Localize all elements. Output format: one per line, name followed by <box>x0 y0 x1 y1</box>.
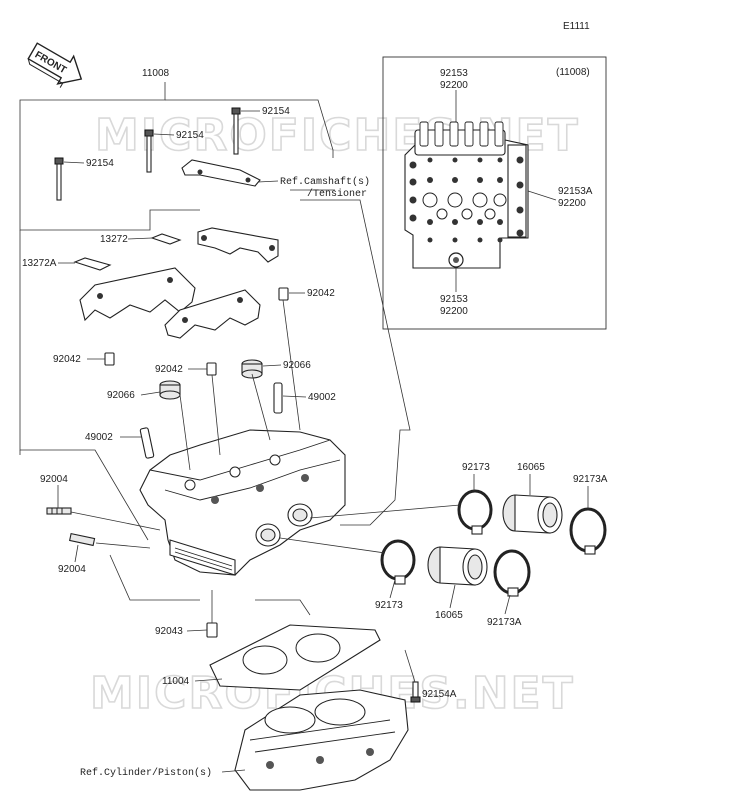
clamp-92173-a <box>457 489 493 535</box>
label-92154-c: 92154 <box>86 158 114 169</box>
holder-16065-a <box>502 494 563 534</box>
label-92173-a: 92173 <box>462 462 490 473</box>
inset-label-92200-right: 92200 <box>558 198 586 209</box>
camshaft-holder-upper <box>197 227 279 263</box>
front-arrow-icon: FRONT <box>27 42 83 88</box>
dowel-92042-c <box>206 362 217 376</box>
camshaft-tensioner-bracket <box>181 159 261 187</box>
clamp-92173A-b <box>493 549 531 597</box>
label-92173A-a: 92173A <box>573 474 608 485</box>
label-ref-cylinder: Ref.Cylinder/Piston(s) <box>80 767 212 779</box>
seal-92066-b <box>159 380 181 400</box>
label-13272A: 13272A <box>22 258 57 269</box>
assembly-outline <box>19 82 411 616</box>
inset-label: (11008) <box>556 67 590 78</box>
camshaft-cap-left <box>79 267 196 322</box>
dowel-92042-b <box>104 352 115 366</box>
label-92066-a: 92066 <box>283 360 311 371</box>
holder-16065-b <box>427 546 488 586</box>
bolt-92154-c <box>54 157 64 201</box>
stud-92004-b <box>68 532 96 547</box>
inset-label-92200-bottom: 92200 <box>440 306 468 317</box>
inset-frame <box>382 56 607 330</box>
cylinder-head-top-view <box>404 121 529 269</box>
label-92154-b: 92154 <box>176 130 204 141</box>
label-92004-a: 92004 <box>40 474 68 485</box>
guide-49002-b <box>139 427 155 459</box>
inset-label-92200-top: 92200 <box>440 80 468 91</box>
label-92173A-b: 92173A <box>487 617 522 628</box>
label-92154A: 92154A <box>422 689 457 700</box>
clamp-92173A-a <box>569 507 607 555</box>
cylinder-block <box>234 689 409 791</box>
label-92173-b: 92173 <box>375 600 403 611</box>
bolt-92154-b <box>144 129 154 173</box>
guide-49002-a <box>273 382 283 414</box>
inset-label-92153-top: 92153 <box>440 68 468 79</box>
plate-13272 <box>150 233 182 245</box>
label-92154-a: 92154 <box>262 106 290 117</box>
clamp-92173-b <box>380 539 416 585</box>
cylinder-head <box>139 429 346 576</box>
label-11004: 11004 <box>162 676 190 687</box>
label-92043: 92043 <box>155 626 183 637</box>
inset-label-92153A: 92153A <box>558 186 593 197</box>
label-ref-tensioner: /Tensioner <box>307 188 367 200</box>
label-13272: 13272 <box>100 234 128 245</box>
label-92042-c: 92042 <box>155 364 183 375</box>
bolt-92154-a <box>231 107 241 155</box>
plate-13272A <box>73 257 112 271</box>
label-49002-b: 49002 <box>85 432 113 443</box>
diagram-code: E1111 <box>563 21 590 32</box>
label-49002-a: 49002 <box>308 392 336 403</box>
label-16065-b: 16065 <box>435 610 463 621</box>
label-11008: 11008 <box>142 68 170 79</box>
dowel-92043 <box>206 622 218 638</box>
inset-label-92153-bottom: 92153 <box>440 294 468 305</box>
head-gasket-11004 <box>209 624 381 691</box>
label-92004-b: 92004 <box>58 564 86 575</box>
stud-92004-a <box>46 507 72 515</box>
label-ref-camshaft: Ref.Camshaft(s) <box>280 176 370 188</box>
camshaft-cap-right <box>164 289 261 339</box>
label-16065-a: 16065 <box>517 462 545 473</box>
bolt-92154A <box>410 681 421 703</box>
label-92042-a: 92042 <box>307 288 335 299</box>
dowel-92042-a <box>278 287 289 301</box>
label-92066-b: 92066 <box>107 390 135 401</box>
label-92042-b: 92042 <box>53 354 81 365</box>
